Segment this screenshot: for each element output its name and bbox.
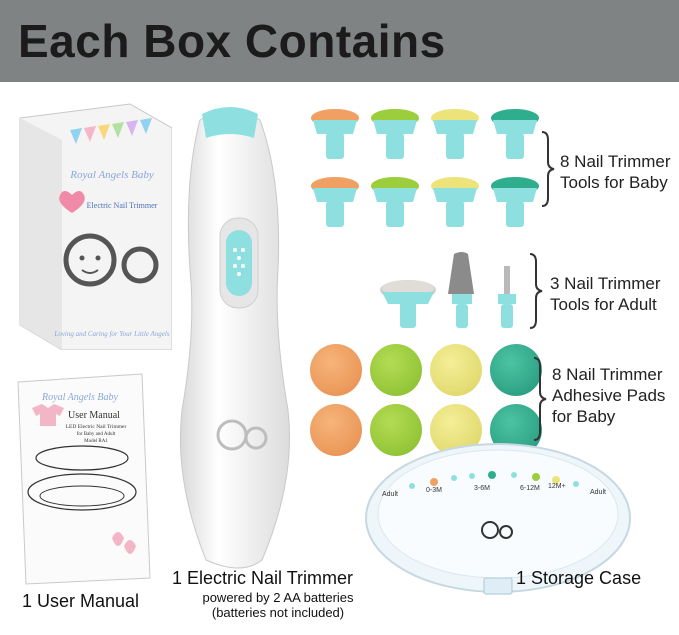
- trimmer-subcaption: powered by 2 AA batteries (batteries not…: [202, 590, 354, 620]
- user-manual-image: Royal Angels Baby User Manual LED Electr…: [17, 373, 151, 585]
- adhesive-pad-orange: [310, 344, 362, 396]
- manual-title: User Manual: [68, 410, 120, 421]
- case-mark-6-12m: 6-12M: [520, 485, 540, 492]
- page-title: Each Box Contains: [18, 15, 446, 67]
- baby-tools-label: 8 Nail Trimmer Tools for Baby: [560, 152, 671, 192]
- case-mark-0-3m: 0-3M: [426, 487, 442, 494]
- brace-icon: [541, 131, 555, 207]
- header-banner: Each Box Contains: [0, 0, 679, 82]
- adult-tools-label: 3 Nail Trimmer Tools for Adult: [550, 274, 661, 314]
- adhesive-pad-yellow: [430, 344, 482, 396]
- case-mark-3-6m: 3-6M: [474, 485, 490, 492]
- manual-brand: Royal Angels Baby: [41, 392, 118, 403]
- trimmer-caption: 1 Electric Nail Trimmer: [172, 568, 354, 588]
- adhesive-pad-darkgreen: [490, 344, 542, 396]
- box-tagline: Loving and Caring for Your Little Angels: [53, 330, 169, 338]
- user-manual-caption: 1 User Manual: [22, 591, 140, 611]
- manual-line3: Model RA1: [84, 439, 108, 444]
- case-mark-adult-right: Adult: [590, 489, 606, 496]
- adhesive-pad-orange: [310, 404, 362, 456]
- baby-tool-heads-image: [311, 109, 539, 227]
- manual-subtitle: LED Electric Nail Trimmer: [66, 424, 127, 430]
- case-mark-12m: 12M+: [548, 483, 566, 490]
- adhesive-pad-green: [370, 344, 422, 396]
- box-product: Electric Nail Trimmer: [87, 201, 158, 210]
- adhesive-pad-green: [370, 404, 422, 456]
- adult-tool-heads-image: [380, 252, 516, 328]
- case-mark-adult: Adult: [382, 491, 398, 498]
- manual-line2: for Baby and Adult: [77, 432, 116, 437]
- baby-tools-group: [305, 108, 545, 246]
- storage-case-image: Adult 0-3M 3-6M 6-12M 12M+ Adult: [365, 443, 631, 595]
- brace-icon: [529, 253, 543, 329]
- electric-nail-trimmer-image: [179, 107, 290, 569]
- brace-icon: [533, 357, 547, 441]
- product-box-image: Royal Angels Baby Electric Nail Trimmer …: [19, 103, 172, 350]
- pads-label: 8 Nail Trimmer Adhesive Pads for Baby: [552, 365, 666, 426]
- box-brand: Royal Angels Baby: [69, 169, 154, 181]
- storage-case-caption: 1 Storage Case: [516, 568, 642, 588]
